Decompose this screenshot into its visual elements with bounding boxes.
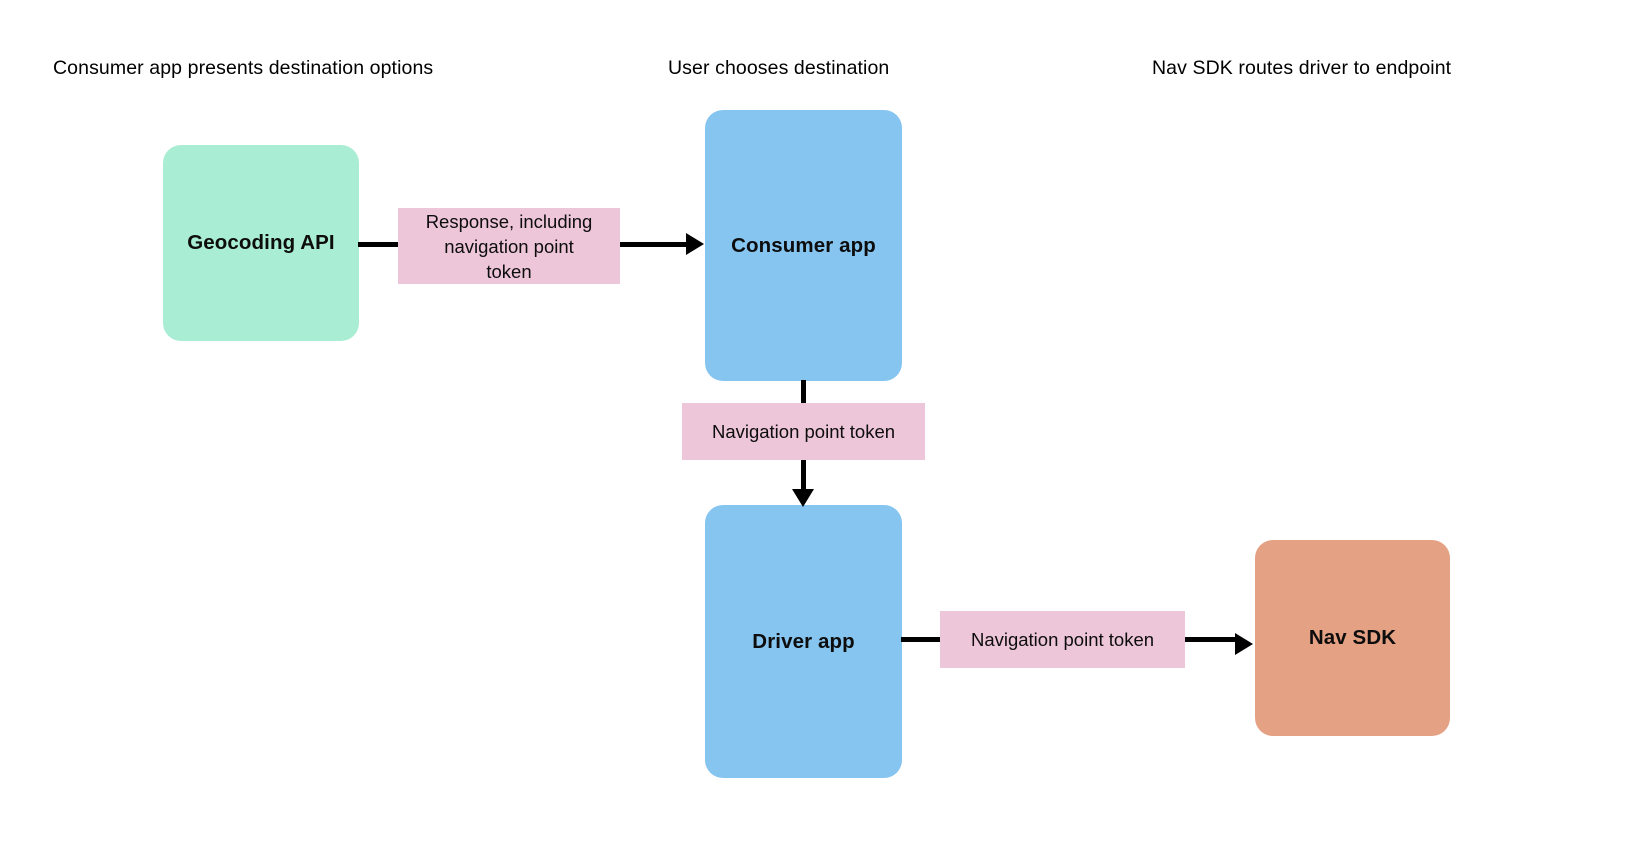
node-consumer-app[interactable]: Consumer app xyxy=(705,110,902,381)
connector-label-to-driver xyxy=(801,459,806,491)
stage-header-user-chooses: User chooses destination xyxy=(668,57,890,79)
stage-header-nav-sdk-routes: Nav SDK routes driver to endpoint xyxy=(1152,57,1452,79)
arrowhead-down-icon-to-driver xyxy=(792,489,814,507)
connector-consumer-to-label xyxy=(801,380,806,405)
stage-header-consumer-options: Consumer app presents destination option… xyxy=(53,57,434,79)
connector-label-to-nav-sdk xyxy=(1184,637,1236,642)
edge-label-navigation-point-token-driver-navsdk: Navigation point token xyxy=(940,611,1185,668)
arrowhead-right-icon-to-consumer xyxy=(686,233,704,255)
node-geocoding-api[interactable]: Geocoding API xyxy=(163,145,359,341)
edge-label-response-including-navigation-point-token: Response, including navigation point tok… xyxy=(398,208,620,284)
connector-label-to-consumer xyxy=(619,242,687,247)
edge-label-navigation-point-token-consumer-driver: Navigation point token xyxy=(682,403,925,460)
arrowhead-right-icon-to-nav-sdk xyxy=(1235,633,1253,655)
connector-geocoding-to-label xyxy=(358,242,400,247)
connector-driver-to-label xyxy=(901,637,942,642)
node-driver-app[interactable]: Driver app xyxy=(705,505,902,778)
node-nav-sdk[interactable]: Nav SDK xyxy=(1255,540,1450,736)
